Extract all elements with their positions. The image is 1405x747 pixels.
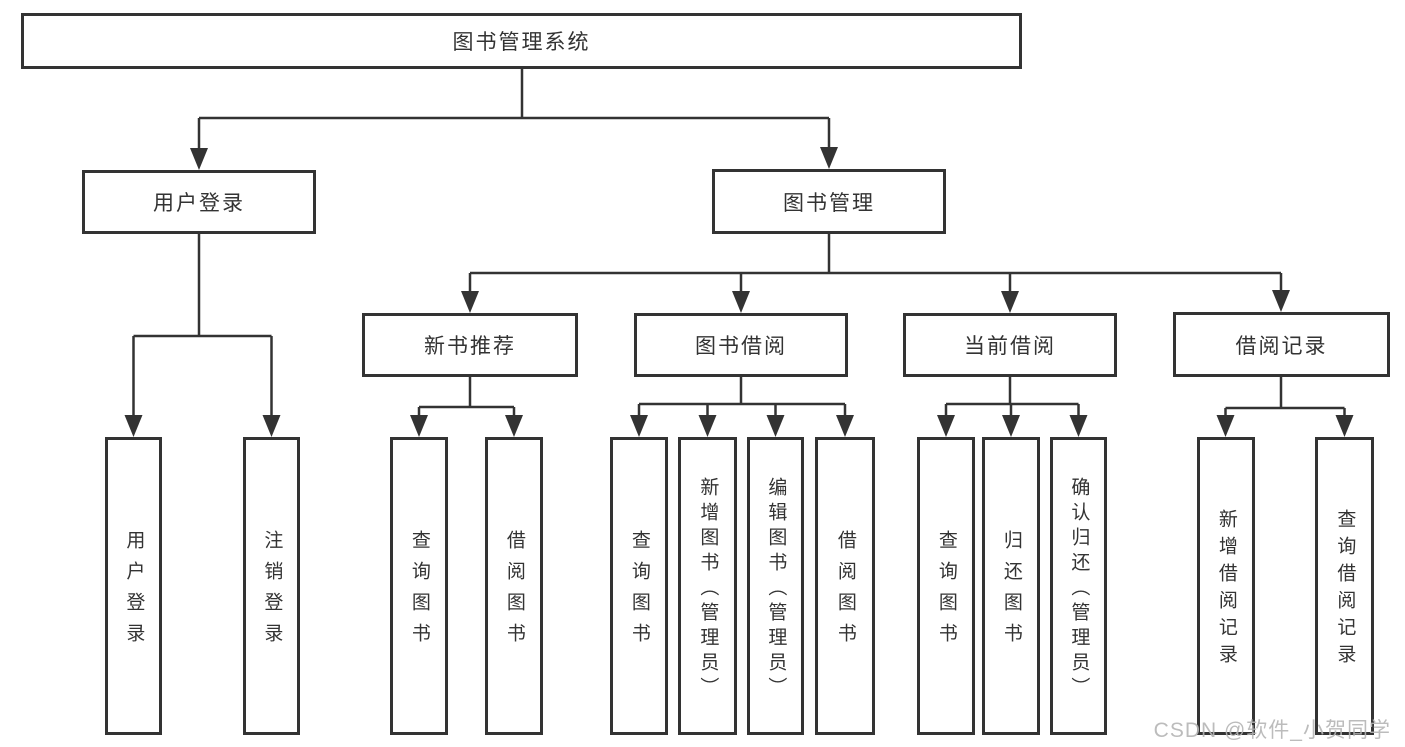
edges-borrow-record — [1216, 377, 1354, 437]
csdn-watermark: CSDN @软件_小贺同学 — [1153, 719, 1391, 742]
leaf-record-query-borrow-record: 查询借阅记录 — [1315, 437, 1374, 735]
leaf-borrow-edit-books-admin: 编辑图书（管理员） — [747, 437, 804, 735]
node-root: 图书管理系统 — [21, 13, 1022, 69]
leaf-borrow-borrow-books-label: 借阅图书 — [834, 530, 856, 654]
node-book-borrow: 图书借阅 — [634, 313, 848, 377]
node-book-mgmt-label: 图书管理 — [783, 191, 875, 215]
leaf-current-confirm-return-admin: 确认归还（管理员） — [1050, 437, 1107, 735]
leaf-borrow-add-books-admin: 新增图书（管理员） — [678, 437, 737, 735]
leaf-logout-label: 注销登录 — [261, 530, 283, 654]
edges-new-book-rec — [410, 377, 523, 437]
node-user-login: 用户登录 — [82, 170, 316, 234]
leaf-logout: 注销登录 — [243, 437, 300, 735]
node-new-book-rec-label: 新书推荐 — [424, 335, 516, 358]
leaf-newrec-query-books: 查询图书 — [390, 437, 448, 735]
node-user-login-label: 用户登录 — [153, 192, 245, 215]
edges-book-mgmt — [461, 234, 1290, 313]
leaf-record-query-borrow-record-label: 查询借阅记录 — [1334, 509, 1356, 671]
leaf-current-return-books-label: 归还图书 — [1000, 530, 1022, 654]
leaf-newrec-borrow-books-label: 借阅图书 — [503, 530, 525, 654]
node-borrow-record: 借阅记录 — [1173, 312, 1390, 377]
node-book-borrow-label: 图书借阅 — [695, 335, 787, 358]
node-book-mgmt: 图书管理 — [712, 169, 946, 234]
leaf-current-confirm-return-admin-label: 确认归还（管理员） — [1068, 476, 1090, 702]
leaf-borrow-query-books-label: 查询图书 — [628, 530, 650, 654]
leaf-borrow-edit-books-admin-label: 编辑图书（管理员） — [765, 476, 787, 702]
leaf-newrec-query-books-label: 查询图书 — [408, 530, 430, 654]
leaf-user-login-label: 用户登录 — [123, 530, 145, 654]
edges-user-login — [124, 233, 281, 437]
leaf-user-login: 用户登录 — [105, 437, 162, 735]
leaf-borrow-query-books: 查询图书 — [610, 437, 668, 735]
node-new-book-rec: 新书推荐 — [362, 313, 578, 377]
node-current-borrow: 当前借阅 — [903, 313, 1117, 377]
leaf-record-add-borrow-record: 新增借阅记录 — [1197, 437, 1255, 735]
edges-root — [190, 69, 838, 170]
leaf-record-add-borrow-record-label: 新增借阅记录 — [1215, 509, 1237, 671]
leaf-current-query-books-label: 查询图书 — [935, 530, 957, 654]
node-root-label: 图书管理系统 — [452, 31, 591, 54]
node-borrow-record-label: 借阅记录 — [1235, 334, 1328, 358]
leaf-current-return-books: 归还图书 — [982, 437, 1040, 735]
edges-book-borrow — [630, 377, 854, 437]
leaf-borrow-borrow-books: 借阅图书 — [815, 437, 875, 735]
edges-current-borrow — [937, 377, 1088, 437]
node-current-borrow-label: 当前借阅 — [964, 335, 1056, 358]
leaf-newrec-borrow-books: 借阅图书 — [485, 437, 543, 735]
leaf-borrow-add-books-admin-label: 新增图书（管理员） — [697, 476, 719, 702]
leaf-current-query-books: 查询图书 — [917, 437, 975, 735]
